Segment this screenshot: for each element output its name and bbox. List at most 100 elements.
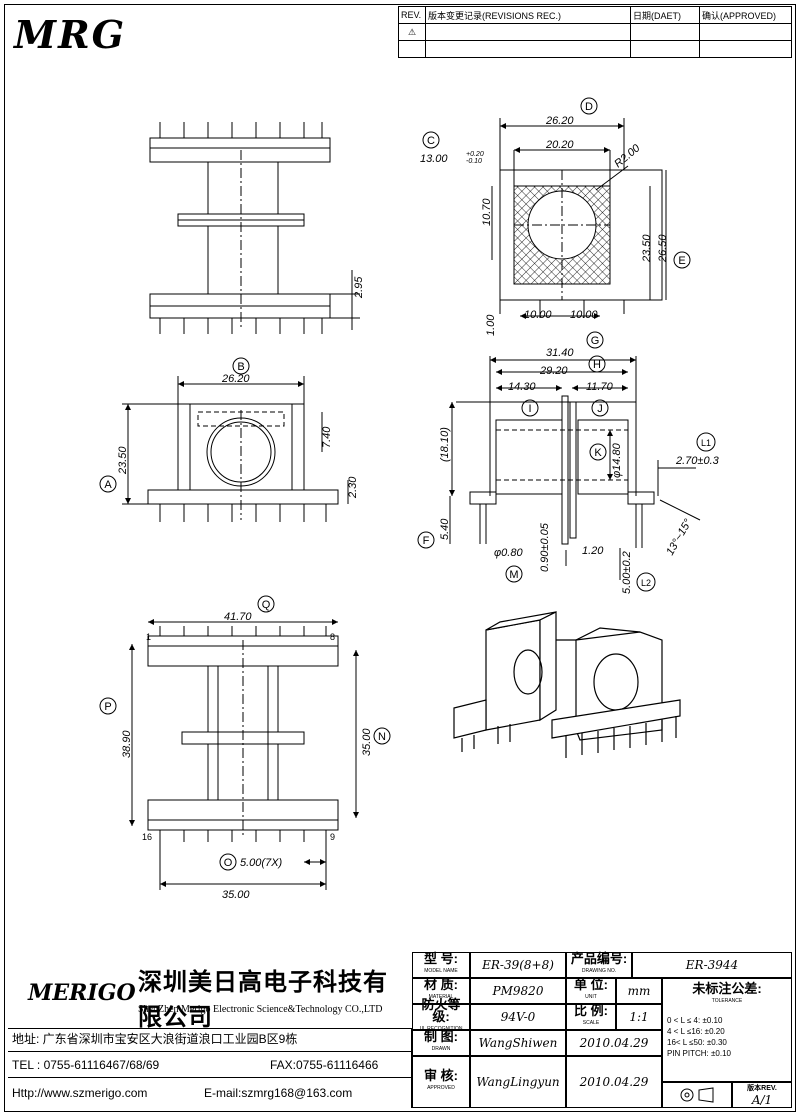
dim-13-00: 13.00 (420, 153, 448, 165)
unit-value: mm (627, 984, 651, 998)
rev-label: 版本REV. (747, 1085, 777, 1092)
drawn-label: 制 图: (424, 1029, 458, 1044)
tel: TEL : 0755-61116467/68/69 (12, 1058, 160, 1072)
dim-35-00-b: 35.00 (222, 889, 250, 901)
revision-table: REV. 版本变更记录(REVISIONS REC.) 日期(DAET) 确认(… (398, 6, 792, 58)
upper-pins (159, 122, 323, 138)
front-view-middle-left (122, 376, 349, 522)
side-view-top-left (149, 122, 360, 334)
svg-text:I: I (528, 403, 531, 415)
dim-35-00-a: 35.00 (361, 728, 373, 756)
svg-text:K: K (594, 447, 602, 459)
svg-text:N: N (378, 731, 386, 743)
svg-text:D: D (585, 101, 593, 113)
label-Q: Q (257, 595, 275, 613)
drawn-date: 2010.04.29 (579, 1036, 649, 1050)
drawing-no-label: 产品编号: (570, 951, 628, 966)
dim-5-00: 5.00±0.2 (621, 551, 633, 594)
label-J: J (591, 399, 609, 417)
projection-icon (680, 1087, 714, 1103)
label-N: N (373, 727, 391, 745)
dim-26-50: 26.50 (657, 234, 669, 263)
top-view-bottom-left (129, 619, 359, 890)
website[interactable]: Http://www.szmerigo.com (12, 1086, 148, 1100)
dim-14-80: φ14.80 (611, 442, 623, 478)
fire-rating-value: 94V-0 (500, 1010, 536, 1024)
label-P: P (99, 697, 117, 715)
pin-16: 16 (142, 832, 152, 842)
svg-text:L1: L1 (701, 438, 711, 448)
spec-grid: 型 号:MODEL NAME ER-39(8+8) 产品编号:DRAWING N… (412, 952, 792, 1108)
label-B: B (232, 357, 250, 375)
svg-text:O: O (224, 857, 233, 869)
label-M: M (505, 565, 523, 583)
label-C: C (422, 131, 440, 149)
projection-symbol (662, 1082, 732, 1108)
label-I: I (521, 399, 539, 417)
contact-row: TEL : 0755-61116467/68/69 FAX:0755-61116… (8, 1052, 412, 1078)
svg-text:H: H (593, 359, 601, 371)
title-block: MERIGO 深圳美日高电子科技有限公司 ShenZhen Merigo Ele… (8, 952, 792, 1108)
side-section-middle-right (449, 356, 701, 580)
svg-text:C: C (427, 135, 435, 147)
label-D: D (580, 97, 598, 115)
svg-text:A: A (104, 479, 112, 491)
dim-2-70: 2.70±0.3 (675, 455, 720, 467)
svg-text:J: J (597, 403, 603, 415)
fax: FAX:0755-61116466 (270, 1058, 379, 1072)
dim-1-20: 1.20 (582, 545, 604, 557)
label-G: G (586, 331, 604, 349)
dim-31-40: 31.40 (546, 347, 574, 359)
model-value: ER-39(8+8) (482, 958, 554, 972)
front-pins (159, 504, 327, 522)
material-value: PM9820 (492, 984, 544, 998)
dim-23-50-a: 23.50 (641, 234, 653, 263)
dim-7-40: 7.40 (321, 426, 333, 448)
dim-10-00-a: 10.00 (524, 309, 552, 321)
dim-18-10: (18.10) (439, 427, 451, 462)
company-block: MERIGO 深圳美日高电子科技有限公司 ShenZhen Merigo Ele… (8, 952, 413, 1031)
email[interactable]: E-mail:szmrg168@163.com (204, 1086, 353, 1100)
tol-3: 16< L ≤50: ±0.30 (667, 1038, 727, 1047)
dim-tol-dn: -0.10 (466, 158, 482, 165)
dim-2-30: 2.30 (347, 476, 359, 499)
dim-10-00-b: 10.00 (570, 309, 598, 321)
merigo-logo: MERIGO (28, 980, 136, 1006)
engineering-drawing: C D E B A G H I J K L1 L2 F M Q P N O 26… (99, 97, 720, 901)
dim-14-30: 14.30 (508, 381, 536, 393)
material-label: 材 质: (424, 977, 458, 992)
label-E: E (673, 251, 691, 269)
scale-value: 1:1 (629, 1010, 649, 1024)
dim-angle: 13°~15° (664, 517, 695, 558)
dim-5-40: 5.40 (439, 518, 451, 540)
dim-0-90: 0.90±0.05 (539, 522, 551, 572)
triangle-icon: ⚠ (407, 26, 417, 37)
dim-26-20-b: 26.20 (221, 373, 250, 385)
lower-pins (159, 318, 323, 334)
svg-text:M: M (509, 569, 518, 581)
pin-8: 8 (330, 632, 335, 642)
svg-text:Q: Q (262, 599, 271, 611)
tol-2: 4 < L ≤16: ±0.20 (667, 1027, 725, 1036)
approved-date: 2010.04.29 (579, 1075, 649, 1089)
tol-1: 0 < L ≤ 4: ±0.10 (667, 1016, 723, 1025)
top-view-lower-pins (159, 830, 327, 842)
pin-9: 9 (330, 832, 335, 842)
dim-20-20: 20.20 (545, 139, 574, 151)
dim-23-50-b: 23.50 (117, 446, 129, 475)
rev-value: A/1 (751, 1093, 773, 1107)
label-H: H (588, 355, 606, 373)
svg-text:P: P (104, 701, 111, 713)
dim-38-90: 38.90 (121, 730, 133, 758)
pin-numbers: 1 8 16 9 (142, 632, 335, 842)
dim-10-70: 10.70 (481, 198, 493, 226)
label-A: A (99, 475, 117, 493)
label-K: K (589, 443, 607, 461)
approved-by: WangLingyun (476, 1075, 560, 1089)
dim-0-80: φ0.80 (494, 547, 523, 559)
dim-5-00-7x: 5.00(7X) (240, 857, 283, 869)
end-view-top-right (491, 118, 667, 319)
model-label: 型 号: (424, 951, 458, 966)
svg-text:F: F (423, 535, 430, 547)
fire-rating-label: 防火等级: (421, 997, 461, 1024)
